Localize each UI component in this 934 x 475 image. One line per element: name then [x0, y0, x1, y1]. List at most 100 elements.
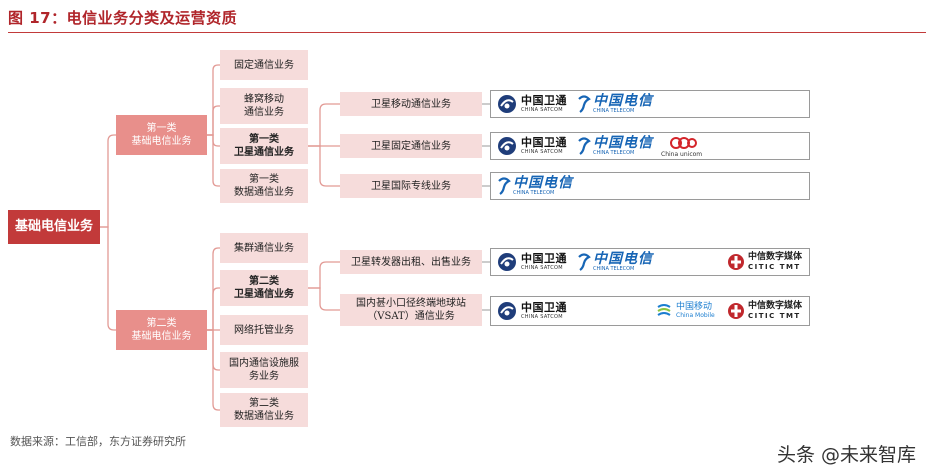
telecom-swirl-icon — [578, 137, 591, 155]
connector-cat2-sub6 — [207, 287, 220, 331]
citic-cn: 中信数字媒体 — [748, 301, 803, 311]
figure-title: 图 17：电信业务分类及运营资质 — [8, 9, 238, 27]
service-satellite-intl-line: 卫星国际专线业务 — [340, 174, 482, 198]
connector-sub3-svc3 — [308, 145, 340, 187]
sub-line1: 国内通信设施服 — [229, 358, 299, 369]
connector-cat1-sub1 — [207, 64, 220, 136]
category-line1: 第一类 — [146, 123, 177, 134]
satcom-cn: 中国卫通 — [521, 252, 567, 265]
connector-sub6-svc5 — [308, 287, 340, 311]
satcom-cn: 中国卫通 — [521, 301, 567, 314]
telecom-cn: 中国电信 — [513, 175, 573, 191]
sub-line1: 第二类 — [249, 398, 279, 409]
sub-line1: 网络托管业务 — [234, 324, 294, 336]
citic-en: CITIC TMT — [748, 263, 801, 271]
telecom-cn: 中国电信 — [593, 251, 653, 267]
satcom-emblem-icon — [498, 253, 516, 271]
root-basic-telecom: 基础电信业务 — [8, 210, 100, 244]
satcom-cn: 中国卫通 — [521, 136, 567, 149]
sub-line2: 务业务 — [249, 371, 279, 382]
service-line1: 卫星国际专线业务 — [371, 180, 451, 192]
mobile-wave-icon — [657, 304, 671, 316]
sub-line2: 卫星通信业务 — [234, 289, 294, 300]
connector-cat1-sub4 — [207, 134, 220, 187]
sub-line1: 第二类 — [249, 276, 279, 287]
telecom-swirl-icon — [498, 177, 511, 195]
satcom-emblem-icon — [498, 302, 516, 320]
sub-line2: 通信业务 — [244, 107, 284, 118]
telecom-en: CHINA TELECOM — [593, 150, 635, 156]
connector-cat1-sub2 — [207, 105, 220, 136]
sub-line1: 蜂窝移动 — [244, 94, 284, 105]
connector-sub3-svc1 — [308, 103, 340, 147]
category-line1: 第二类 — [146, 318, 177, 329]
sub-cellular: 蜂窝移动通信业务 — [220, 88, 308, 124]
connector-sub6-svc4 — [308, 261, 340, 289]
sub-fixed-comm: 固定通信业务 — [220, 50, 308, 80]
citic-cn: 中信数字媒体 — [748, 252, 803, 262]
satcom-emblem-icon — [498, 137, 516, 155]
category-line2: 基础电信业务 — [131, 136, 192, 147]
satcom-emblem-icon — [498, 95, 516, 113]
telecom-en: CHINA TELECOM — [593, 108, 635, 114]
connector-root-cat1 — [100, 134, 116, 228]
unicom-en: China unicom — [661, 151, 703, 158]
sub-facility-service: 国内通信设施服务业务 — [220, 352, 308, 388]
sub-data-one: 第一类数据通信业务 — [220, 169, 308, 203]
sub-line2: 卫星通信业务 — [234, 147, 294, 158]
satcom-en: CHINA SATCOM — [521, 265, 563, 271]
sub-line1: 固定通信业务 — [234, 59, 294, 71]
sub-hosting: 网络托管业务 — [220, 315, 308, 345]
telecom-en: CHINA TELECOM — [513, 190, 555, 196]
telecom-swirl-icon — [578, 253, 591, 271]
sub-line2: 数据通信业务 — [234, 411, 294, 422]
sub-data-two: 第二类数据通信业务 — [220, 393, 308, 427]
watermark-text: 头条 @未来智库 — [776, 444, 916, 466]
service-line1: 卫星转发器出租、出售业务 — [351, 256, 471, 268]
sub-trunking: 集群通信业务 — [220, 233, 308, 263]
citic-emblem-icon — [728, 254, 744, 270]
logo-china-unicom: China unicom — [661, 135, 702, 158]
unicom-knot-icon — [669, 137, 697, 149]
service-satellite-fixed: 卫星固定通信业务 — [340, 134, 482, 158]
satcom-en: CHINA SATCOM — [521, 149, 563, 155]
mobile-cn: 中国移动 — [676, 302, 713, 312]
citic-emblem-icon — [728, 303, 744, 319]
citic-en: CITIC TMT — [748, 312, 801, 320]
sub-line1: 集群通信业务 — [234, 242, 294, 254]
telecom-en: CHINA TELECOM — [593, 266, 635, 272]
service-vsat: 国内甚小口径终端地球站（VSAT）通信业务 — [340, 294, 482, 326]
category-class-two: 第二类基础电信业务 — [116, 310, 207, 350]
satcom-cn: 中国卫通 — [521, 94, 567, 107]
connector-cat2-sub5 — [207, 247, 220, 331]
mobile-en: China Mobile — [676, 312, 715, 319]
connector-root-cat2 — [100, 226, 116, 331]
satcom-en: CHINA SATCOM — [521, 314, 563, 320]
connector-cat2-sub9 — [207, 329, 220, 411]
service-transponder-lease: 卫星转发器出租、出售业务 — [340, 250, 482, 274]
sub-line1: 第一类 — [249, 174, 279, 185]
sub-satellite-two: 第二类卫星通信业务 — [220, 270, 308, 306]
title-divider — [8, 32, 926, 33]
telecom-swirl-icon — [578, 95, 591, 113]
service-line1: 卫星移动通信业务 — [371, 98, 451, 110]
category-line2: 基础电信业务 — [131, 331, 192, 342]
sub-line1: 第一类 — [249, 134, 279, 145]
service-line1: 国内甚小口径终端地球站 — [356, 298, 466, 309]
